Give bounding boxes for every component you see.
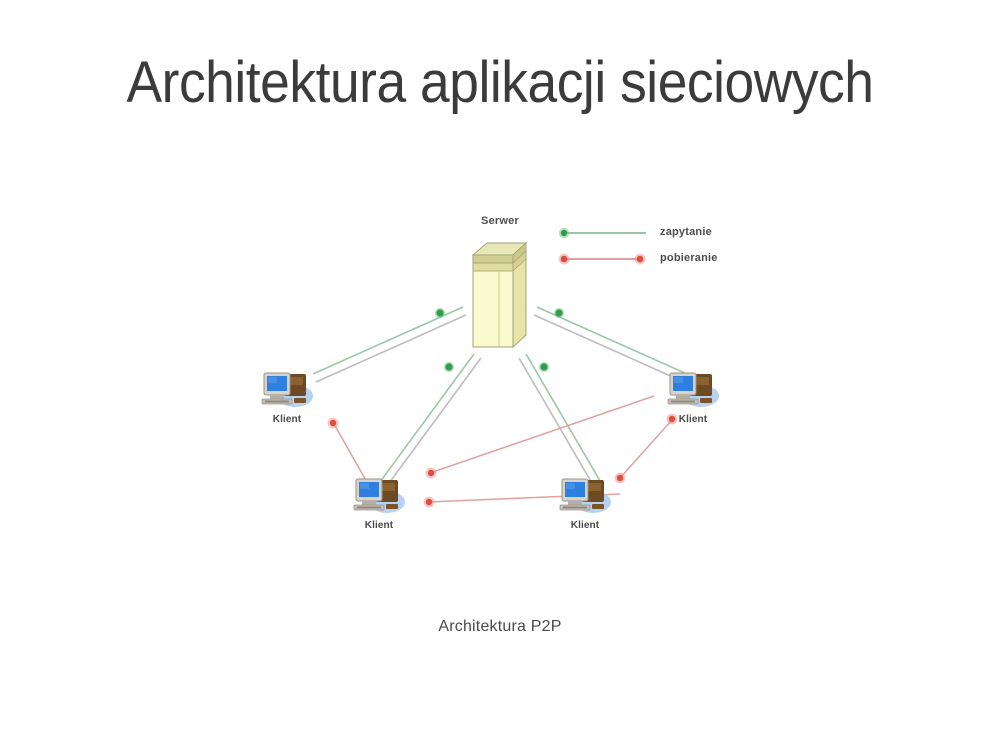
link-server-client-left: [312, 306, 467, 383]
link-peer-bottomleft-right: [425, 395, 655, 479]
client-label: Klient: [272, 414, 302, 425]
client-label: Klient: [678, 414, 708, 425]
client-node-bottom-right[interactable]: Klient: [542, 474, 628, 546]
computer-icon: [664, 368, 722, 417]
server-tower-icon: [469, 237, 531, 364]
legend-swatch-download: [556, 250, 648, 268]
link-peer-bottomright-right: [614, 413, 678, 484]
page-title: Architektura aplikacji sieciowych: [126, 50, 874, 115]
server-node[interactable]: Serwer: [455, 215, 545, 360]
legend-item-query: zapytanie: [556, 224, 766, 250]
legend-swatch-query: [556, 224, 648, 242]
computer-icon: [350, 474, 408, 523]
client-label: Klient: [364, 520, 394, 531]
diagram-legend: zapytanie pobieranie: [556, 224, 766, 276]
client-node-bottom-left[interactable]: Klient: [336, 474, 422, 546]
link-server-client-bottom-left: [376, 353, 482, 491]
link-server-client-right: [533, 306, 688, 383]
server-label: Serwer: [481, 215, 519, 227]
diagram-caption: Architektura P2P: [438, 618, 562, 635]
legend-item-download: pobieranie: [556, 250, 766, 276]
legend-label-query: zapytanie: [660, 226, 712, 238]
client-label: Klient: [570, 520, 600, 531]
legend-label-download: pobieranie: [660, 252, 718, 264]
client-node-right[interactable]: Klient: [650, 368, 736, 440]
computer-icon: [258, 368, 316, 417]
client-node-left[interactable]: Klient: [244, 368, 330, 440]
computer-icon: [556, 474, 614, 523]
link-server-client-bottom-right: [518, 353, 604, 491]
